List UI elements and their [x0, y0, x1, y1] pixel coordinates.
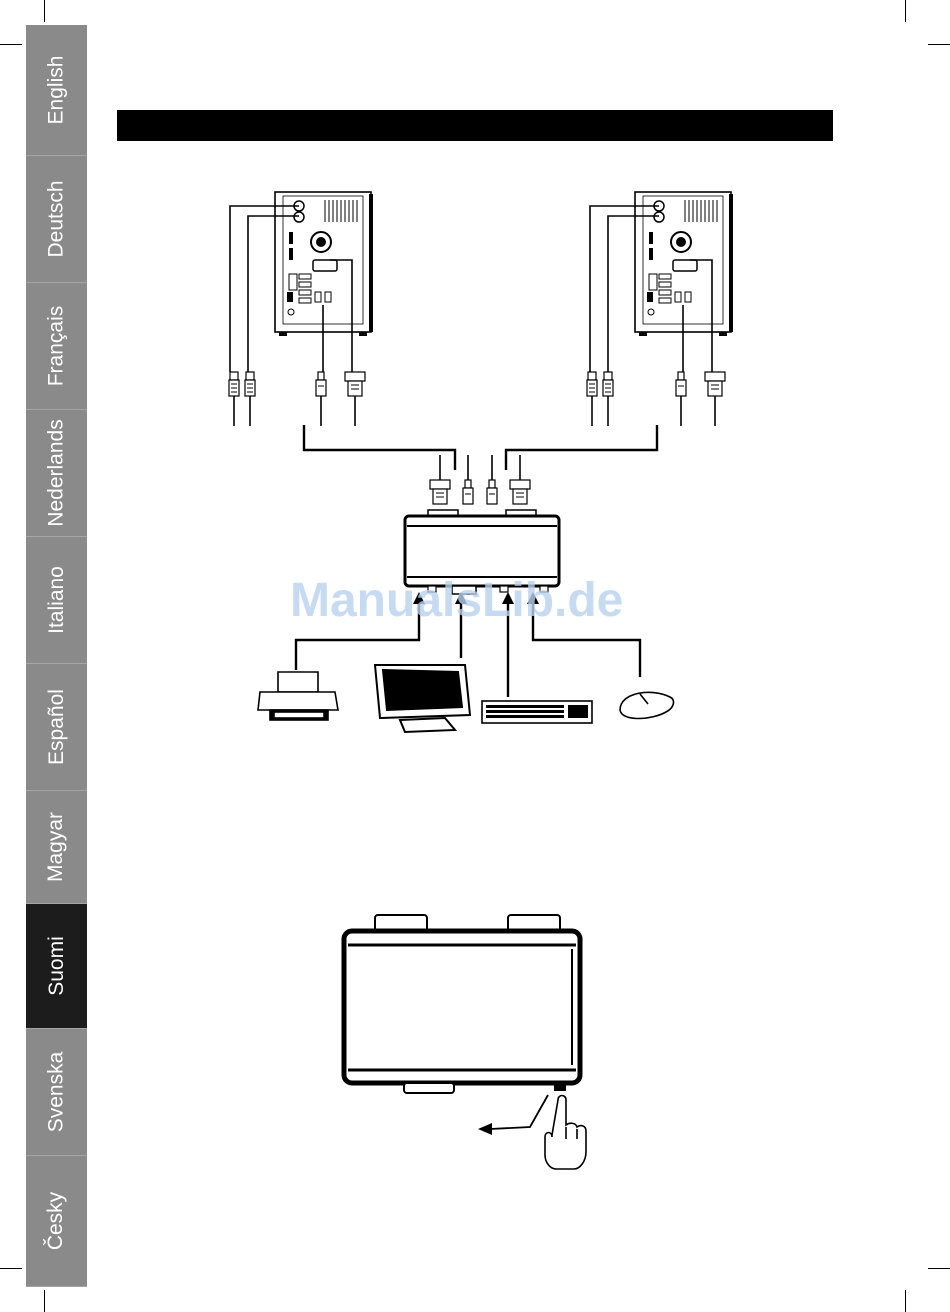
usb-plug-icon: [316, 372, 326, 396]
keyboard-icon: [482, 701, 592, 723]
crop-mark: [928, 1268, 950, 1269]
ps2-plug-icon: [587, 372, 597, 396]
watermark: ManualsLib.de: [290, 573, 670, 628]
tab-label: Svenska: [45, 1052, 69, 1133]
tab-svenska[interactable]: Svenska: [26, 1029, 87, 1156]
tab-deutsch[interactable]: Deutsch: [26, 156, 87, 283]
vga-plug-icon: [705, 372, 725, 396]
usb-plug-icon: [676, 372, 686, 396]
kvm-switch-icon: [344, 915, 580, 1093]
hand-pointer-icon: [545, 1096, 586, 1170]
crop-mark: [905, 1290, 906, 1312]
tab-suomi[interactable]: Suomi: [26, 904, 87, 1029]
tab-italiano[interactable]: Italiano: [26, 537, 87, 664]
section-header-bar: [117, 110, 833, 141]
tab-label: Nederlands: [45, 419, 69, 526]
tab-label: Suomi: [45, 936, 69, 996]
tab-label: Français: [45, 306, 69, 387]
mouse-icon: [620, 692, 673, 718]
vga-plug-icon: [345, 372, 365, 396]
crop-mark: [0, 1268, 22, 1269]
tab-label: Deutsch: [45, 180, 69, 257]
tab-label: Italiano: [45, 566, 69, 634]
ps2-plug-icon: [229, 372, 239, 396]
usb-plug-icon: [487, 480, 497, 504]
vga-plug-icon: [510, 480, 530, 504]
tab-magyar[interactable]: Magyar: [26, 791, 87, 904]
tab-label: Español: [45, 689, 69, 765]
tab-espanol[interactable]: Español: [26, 664, 87, 791]
vga-plug-icon: [430, 480, 450, 504]
crop-mark: [44, 1290, 45, 1312]
printer-icon: [258, 672, 338, 720]
tab-nederlands[interactable]: Nederlands: [26, 410, 87, 537]
monitor-icon: [375, 665, 470, 732]
arrow-left-icon: [478, 1123, 492, 1135]
tab-label: English: [45, 56, 69, 125]
ps2-plug-icon: [603, 372, 613, 396]
crop-mark: [905, 0, 906, 22]
switch-button-diagram: [330, 905, 600, 1180]
ps2-plug-icon: [245, 372, 255, 396]
crop-mark: [44, 0, 45, 22]
crop-mark: [928, 44, 950, 45]
language-sidebar: English Deutsch Français Nederlands Ital…: [26, 25, 87, 1286]
tab-francais[interactable]: Français: [26, 283, 87, 410]
tab-english[interactable]: English: [26, 25, 87, 156]
tab-label: Česky: [44, 1192, 68, 1250]
connection-diagram: [200, 180, 760, 740]
tab-cesky[interactable]: Česky: [26, 1156, 87, 1287]
crop-mark: [0, 44, 22, 45]
tab-label: Magyar: [45, 812, 69, 882]
usb-plug-icon: [463, 480, 473, 504]
